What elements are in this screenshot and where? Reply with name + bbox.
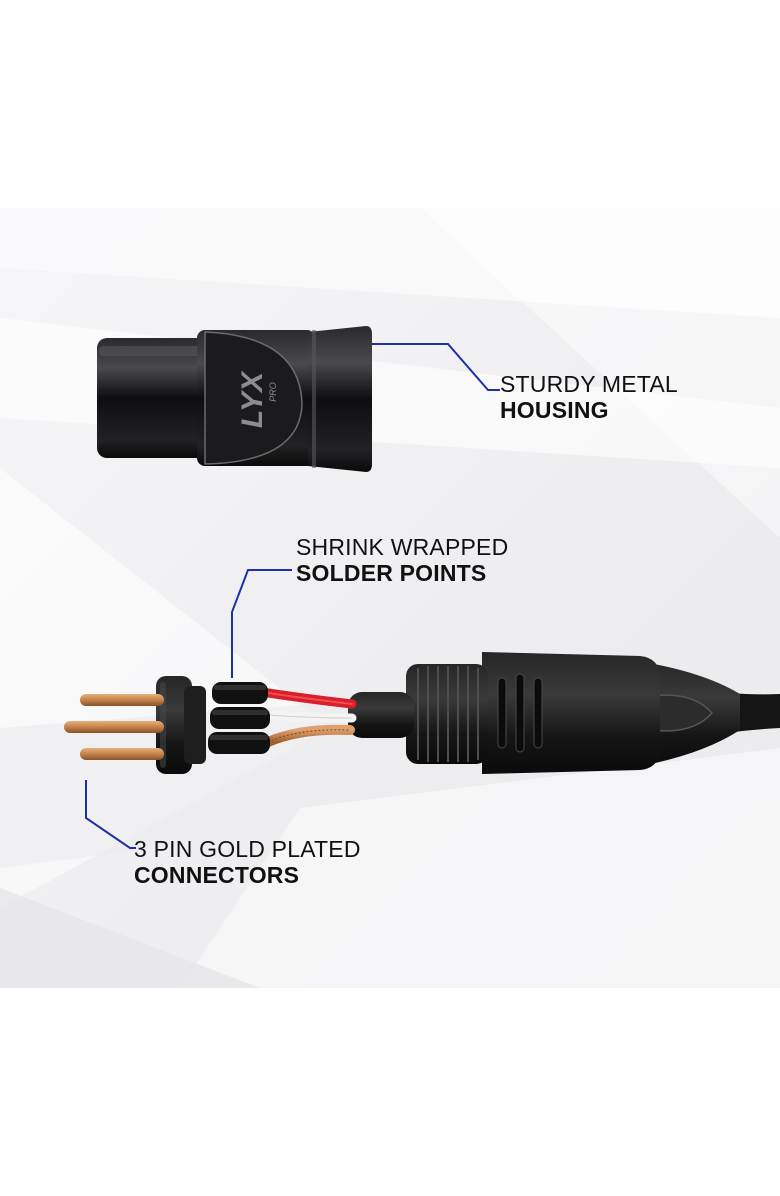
solder-callout-line1: SHRINK WRAPPED: [296, 534, 509, 560]
solder-wires: [257, 687, 357, 747]
housing-callout: STURDY METAL HOUSING: [500, 371, 678, 423]
solder-callout-line: [231, 569, 292, 678]
housing-callout-line1: STURDY METAL: [500, 371, 678, 397]
product-image-panel: LYX PRO: [0, 208, 780, 988]
solder-callout: SHRINK WRAPPED SOLDER POINTS: [296, 534, 508, 586]
product-illustration: LYX PRO: [0, 208, 780, 988]
pins-callout-line2: CONNECTORS: [134, 862, 300, 888]
housing-callout-line2: HOUSING: [500, 397, 609, 423]
xlr-cable-assembly: [348, 652, 780, 774]
gold-pins: [64, 694, 164, 760]
brand-logo: LYX PRO: [236, 370, 278, 428]
pins-callout-line1: 3 PIN GOLD PLATED: [134, 836, 361, 862]
pins-callout-line: [85, 780, 136, 849]
shrink-tubes: [208, 682, 270, 754]
pins-callout: 3 PIN GOLD PLATED CONNECTORS: [134, 836, 361, 888]
brand-logo-sub: PRO: [268, 382, 278, 402]
solder-callout-line2: SOLDER POINTS: [296, 560, 487, 586]
brand-logo-text: LYX: [236, 370, 269, 428]
metal-housing: [97, 326, 372, 472]
housing-callout-line: [372, 343, 500, 391]
